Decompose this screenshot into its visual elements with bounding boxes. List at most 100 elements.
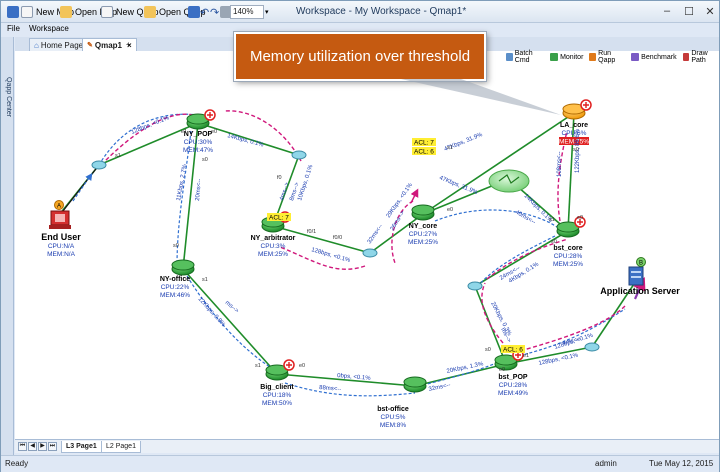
router-bst-pop[interactable]	[494, 349, 524, 371]
node-cpu: CPU:27%	[409, 231, 438, 238]
svg-text:s1: s1	[115, 153, 121, 159]
link-arbitrator-switch[interactable]	[272, 225, 371, 254]
switches	[91, 150, 600, 352]
link-bigclient-bstoffice[interactable]	[276, 373, 416, 387]
qapp-center-panel[interactable]: Qapp Center	[1, 37, 14, 455]
tab-home-page[interactable]: ⌂Home Page	[29, 38, 89, 51]
app-server-icon[interactable]: B	[628, 257, 646, 286]
switch-icon[interactable]	[291, 150, 307, 160]
first-page-icon[interactable]: ⏮	[18, 442, 27, 451]
svg-text:8ms-->: 8ms-->	[289, 181, 301, 201]
new-qapp-icon	[101, 6, 113, 18]
open-map-icon	[60, 6, 72, 18]
router-la-core[interactable]	[562, 99, 592, 120]
router-bst-office[interactable]	[403, 376, 427, 393]
status-user: admin	[595, 459, 617, 468]
save-icon[interactable]	[186, 4, 202, 20]
node-mem: MEM:50%	[262, 400, 292, 407]
qapp-center-label: Qapp Center	[5, 77, 12, 118]
new-qapp-button[interactable]: New Qapp	[99, 4, 161, 20]
link-nyoffice-bigclient[interactable]	[182, 268, 278, 375]
wan-cloud-icon[interactable]	[488, 169, 530, 193]
switch-icon[interactable]	[362, 248, 378, 258]
close-button[interactable]: ✕	[705, 5, 715, 18]
link-switch-nycore[interactable]	[369, 213, 424, 254]
svg-text:ACL: 7: ACL: 7	[269, 215, 289, 222]
link-nypop-nyoffice[interactable]	[182, 122, 199, 270]
undo-icon[interactable]: ↶	[200, 6, 210, 19]
svg-text:s0: s0	[173, 243, 179, 249]
svg-text:s0: s0	[551, 239, 557, 245]
monitor-button[interactable]: Monitor	[550, 51, 583, 63]
close-tab-icon[interactable]: ×	[127, 40, 132, 50]
zoom-dropdown-icon[interactable]: ▾	[265, 9, 269, 16]
end-user-pc-icon[interactable]: A	[49, 200, 71, 230]
next-page-icon[interactable]: ▶	[38, 442, 47, 451]
router-big-client[interactable]	[265, 359, 295, 381]
map-canvas[interactable]: A B ACL: 7 ACL: 6 ACL: 7 ACL: 6	[15, 51, 719, 439]
node-mem: MEM:25%	[258, 251, 288, 258]
svg-text:s0: s0	[202, 157, 208, 163]
prev-page-icon[interactable]: ◀	[28, 442, 37, 451]
link-switch-appserver[interactable]	[591, 277, 639, 348]
print-icon[interactable]	[218, 4, 234, 20]
benchmark-button[interactable]: Benchmark	[631, 51, 677, 63]
svg-text:s0: s0	[485, 347, 491, 353]
open-map-button[interactable]: Open Map	[58, 4, 119, 20]
page-tab-l2[interactable]: L2 Page1	[101, 441, 141, 453]
link-nypop-switch[interactable]	[197, 122, 300, 156]
new-tab-button[interactable]: +	[126, 40, 131, 49]
svg-text:122Kbps, 86.6%: 122Kbps, 86.6%	[575, 128, 581, 173]
link-bstpop-switch[interactable]	[505, 346, 593, 365]
tab-qmap1[interactable]: ✎Qmap1×	[82, 38, 137, 51]
home-icon: ⌂	[34, 40, 39, 50]
node-cpu: CPU:6%	[562, 130, 587, 137]
page-tab-l3[interactable]: L3 Page1	[61, 441, 102, 453]
link-nycore-lacore[interactable]	[422, 112, 575, 215]
link-bstoffice-bstpop[interactable]	[414, 363, 507, 387]
benchmark-icon	[631, 53, 640, 61]
map-toolbar: Batch Cmd Monitor Run Qapp Benchmark Dra…	[506, 50, 719, 64]
switch-icon[interactable]	[584, 342, 600, 352]
new-map-button[interactable]: New Map	[19, 4, 76, 20]
draw-path-button[interactable]: Draw Path	[682, 50, 719, 64]
svg-text:0bps, <0.1%: 0bps, <0.1%	[337, 373, 372, 382]
switch-icon[interactable]	[467, 281, 483, 291]
node-labels: NY_POP CPU:30% MEM:47% NY_core CPU:27% M…	[41, 122, 680, 429]
switch-icon[interactable]	[91, 160, 107, 170]
status-bar: Ready admin Tue May 12, 2015	[1, 455, 719, 472]
node-cpu: CPU:18%	[263, 392, 292, 399]
batch-cmd-button[interactable]: Batch Cmd	[506, 50, 544, 64]
maximize-button[interactable]: ☐	[684, 5, 694, 18]
acl-badge	[501, 345, 525, 353]
zoom-select[interactable]: 140%	[230, 5, 264, 19]
app-menu-icon[interactable]	[5, 4, 21, 20]
svg-text:32ms<--: 32ms<--	[428, 382, 451, 392]
svg-text:e1: e1	[523, 353, 529, 359]
node-mem: MEM:8%	[380, 422, 407, 429]
minimize-button[interactable]: –	[663, 5, 671, 17]
menu-file[interactable]: File	[7, 24, 20, 33]
node-mem: MEM:75%	[559, 139, 589, 146]
path-return	[102, 110, 626, 352]
router-ny-core[interactable]	[411, 204, 435, 221]
router-bst-core[interactable]	[556, 216, 586, 238]
link-lacore-bstcore[interactable]	[567, 112, 575, 232]
router-ny-office[interactable]	[171, 259, 195, 276]
open-qapp-button[interactable]: Open Qapp	[142, 4, 208, 20]
run-qapp-button[interactable]: Run Qapp	[589, 50, 625, 64]
router-ny-pop[interactable]	[186, 109, 216, 130]
link-enduser-black	[62, 164, 100, 212]
svg-text:s0: s0	[573, 147, 579, 153]
link-bstcore-switch[interactable]	[474, 230, 569, 287]
menu-workspace[interactable]: Workspace	[29, 24, 69, 33]
svg-text:e0: e0	[447, 207, 453, 213]
map-icon: ✎	[87, 42, 93, 49]
callout-pointer	[401, 79, 561, 115]
last-page-icon[interactable]: ⏭	[48, 442, 57, 451]
link-enduser-nypop[interactable]	[98, 122, 199, 166]
redo-icon[interactable]: ↷	[210, 6, 220, 19]
svg-text:s1: s1	[549, 217, 555, 223]
node-mem: MEM:25%	[553, 261, 583, 268]
path-forward	[98, 113, 626, 397]
